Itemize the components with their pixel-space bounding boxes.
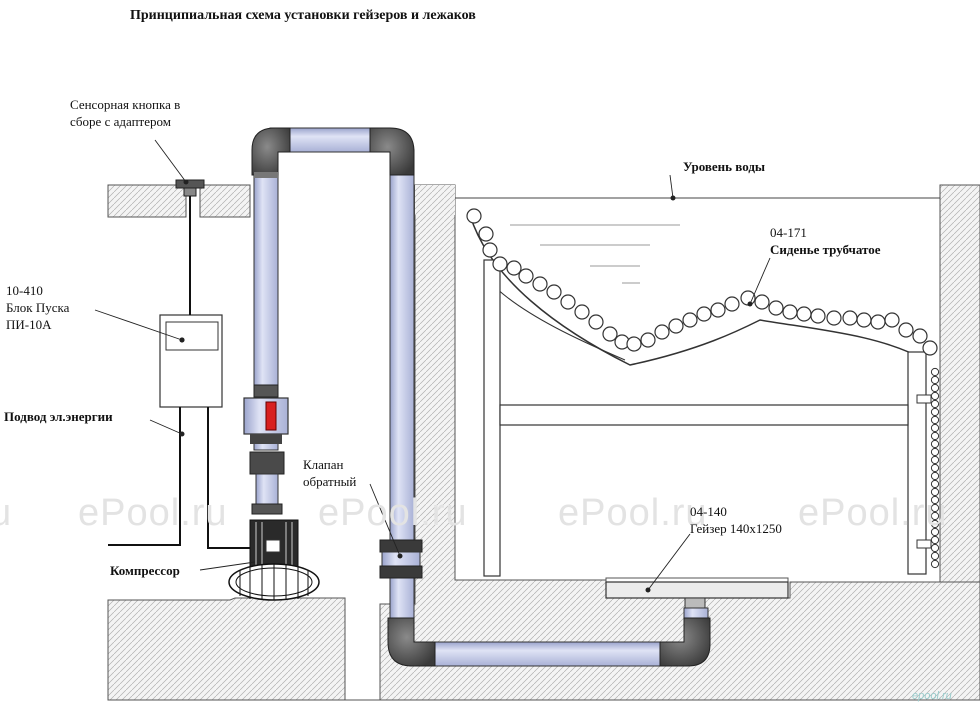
seat-tube [546, 284, 562, 300]
seat-tube [898, 322, 914, 338]
water-level-label: Уровень воды [683, 159, 766, 174]
tubular-seat [466, 208, 940, 577]
ladder-tube [930, 367, 940, 377]
seat-tube [782, 304, 798, 320]
pool-wall [107, 184, 980, 701]
power-supply-label: Подвод эл.энергии [4, 409, 113, 424]
geyser-label: 04-140 Гейзер 140х1250 [690, 504, 782, 536]
watermark: ePool.ru [78, 492, 228, 534]
ladder-tube [930, 399, 940, 409]
ladder-tube [930, 375, 940, 385]
seat-leg-left [483, 259, 501, 577]
seat-tube [696, 306, 712, 322]
right-wall [939, 184, 980, 583]
ladder-tube [930, 383, 940, 393]
seat-tube [654, 324, 670, 340]
seat-tube [640, 332, 656, 348]
seat-tube [560, 294, 576, 310]
seat-tube [842, 310, 858, 326]
seat-tube [856, 312, 872, 328]
watermark: ePool.ru [318, 492, 468, 534]
seat-tube [626, 336, 642, 352]
sensor-button [175, 179, 205, 315]
seat-tube [724, 296, 740, 312]
ladder-tube [930, 415, 940, 425]
seat-tube [826, 310, 842, 326]
check-valve-label: Клапан обратный [303, 457, 357, 489]
ladder-tube [930, 487, 940, 497]
watermark-small: epool.ru [912, 690, 952, 702]
seat-tube [922, 340, 938, 356]
ladder-tube [930, 391, 940, 401]
seat-tube [768, 300, 784, 316]
seat-tube [754, 294, 770, 310]
seat-label: 04-171 Сиденье трубчатое [770, 225, 881, 257]
seat-tube [884, 312, 900, 328]
watermark: u [0, 492, 13, 534]
deck-segment [199, 184, 251, 218]
valve-red-marker [265, 401, 277, 431]
power-cables [108, 407, 250, 549]
seat-tube [870, 314, 886, 330]
watermark: ePool.ru [798, 492, 948, 534]
ladder-tube [930, 407, 940, 417]
seat-tube [518, 268, 534, 284]
leader-lines [94, 139, 771, 591]
ladder-tube [930, 551, 940, 561]
compressor [228, 519, 320, 601]
seat-tube [492, 256, 508, 272]
air-pipe [243, 127, 711, 667]
start-unit-label: 10-410 Блок Пуска ПИ-10А [6, 283, 70, 332]
ladder-tube [930, 519, 940, 529]
seat-tube [602, 326, 618, 342]
ladder-tube [930, 463, 940, 473]
seat-tube [482, 242, 498, 258]
ladder-tube [930, 503, 940, 513]
ladder-tube [930, 543, 940, 553]
seat-tube [478, 226, 494, 242]
ladder-tube [930, 479, 940, 489]
seat-tube [668, 318, 684, 334]
sensor-label: Сенсорная кнопка в сборе с адаптером [70, 97, 181, 129]
seat-tube [466, 208, 482, 224]
seat-tube [710, 302, 726, 318]
seat-tube [532, 276, 548, 292]
pool-structure [107, 184, 980, 701]
ladder-tube [930, 495, 940, 505]
seat-tube [574, 304, 590, 320]
ladder-tube [930, 559, 940, 569]
ladder-tube [930, 423, 940, 433]
diagram-title: Принципиальная схема установки гейзеров … [130, 8, 476, 23]
left-deck [107, 184, 187, 218]
compressor-label: Компрессор [110, 563, 180, 578]
ladder-tube [930, 535, 940, 545]
seat-tube [682, 312, 698, 328]
ladder-tube [930, 431, 940, 441]
seat-tube [810, 308, 826, 324]
ladder-tube [930, 511, 940, 521]
ladder-tube [930, 439, 940, 449]
seat-tube [796, 306, 812, 322]
seat-leg-right [907, 351, 927, 575]
seat-tube [506, 260, 522, 276]
seat-crossbar [499, 404, 909, 426]
watermark: ePool.ru [558, 492, 708, 534]
seat-tube [588, 314, 604, 330]
seat-tube [912, 328, 928, 344]
ladder-tube [930, 527, 940, 537]
start-unit-box [159, 314, 223, 408]
ladder-tube [930, 447, 940, 457]
ladder-tube [930, 455, 940, 465]
ladder-tube [930, 471, 940, 481]
check-valve [379, 539, 423, 553]
